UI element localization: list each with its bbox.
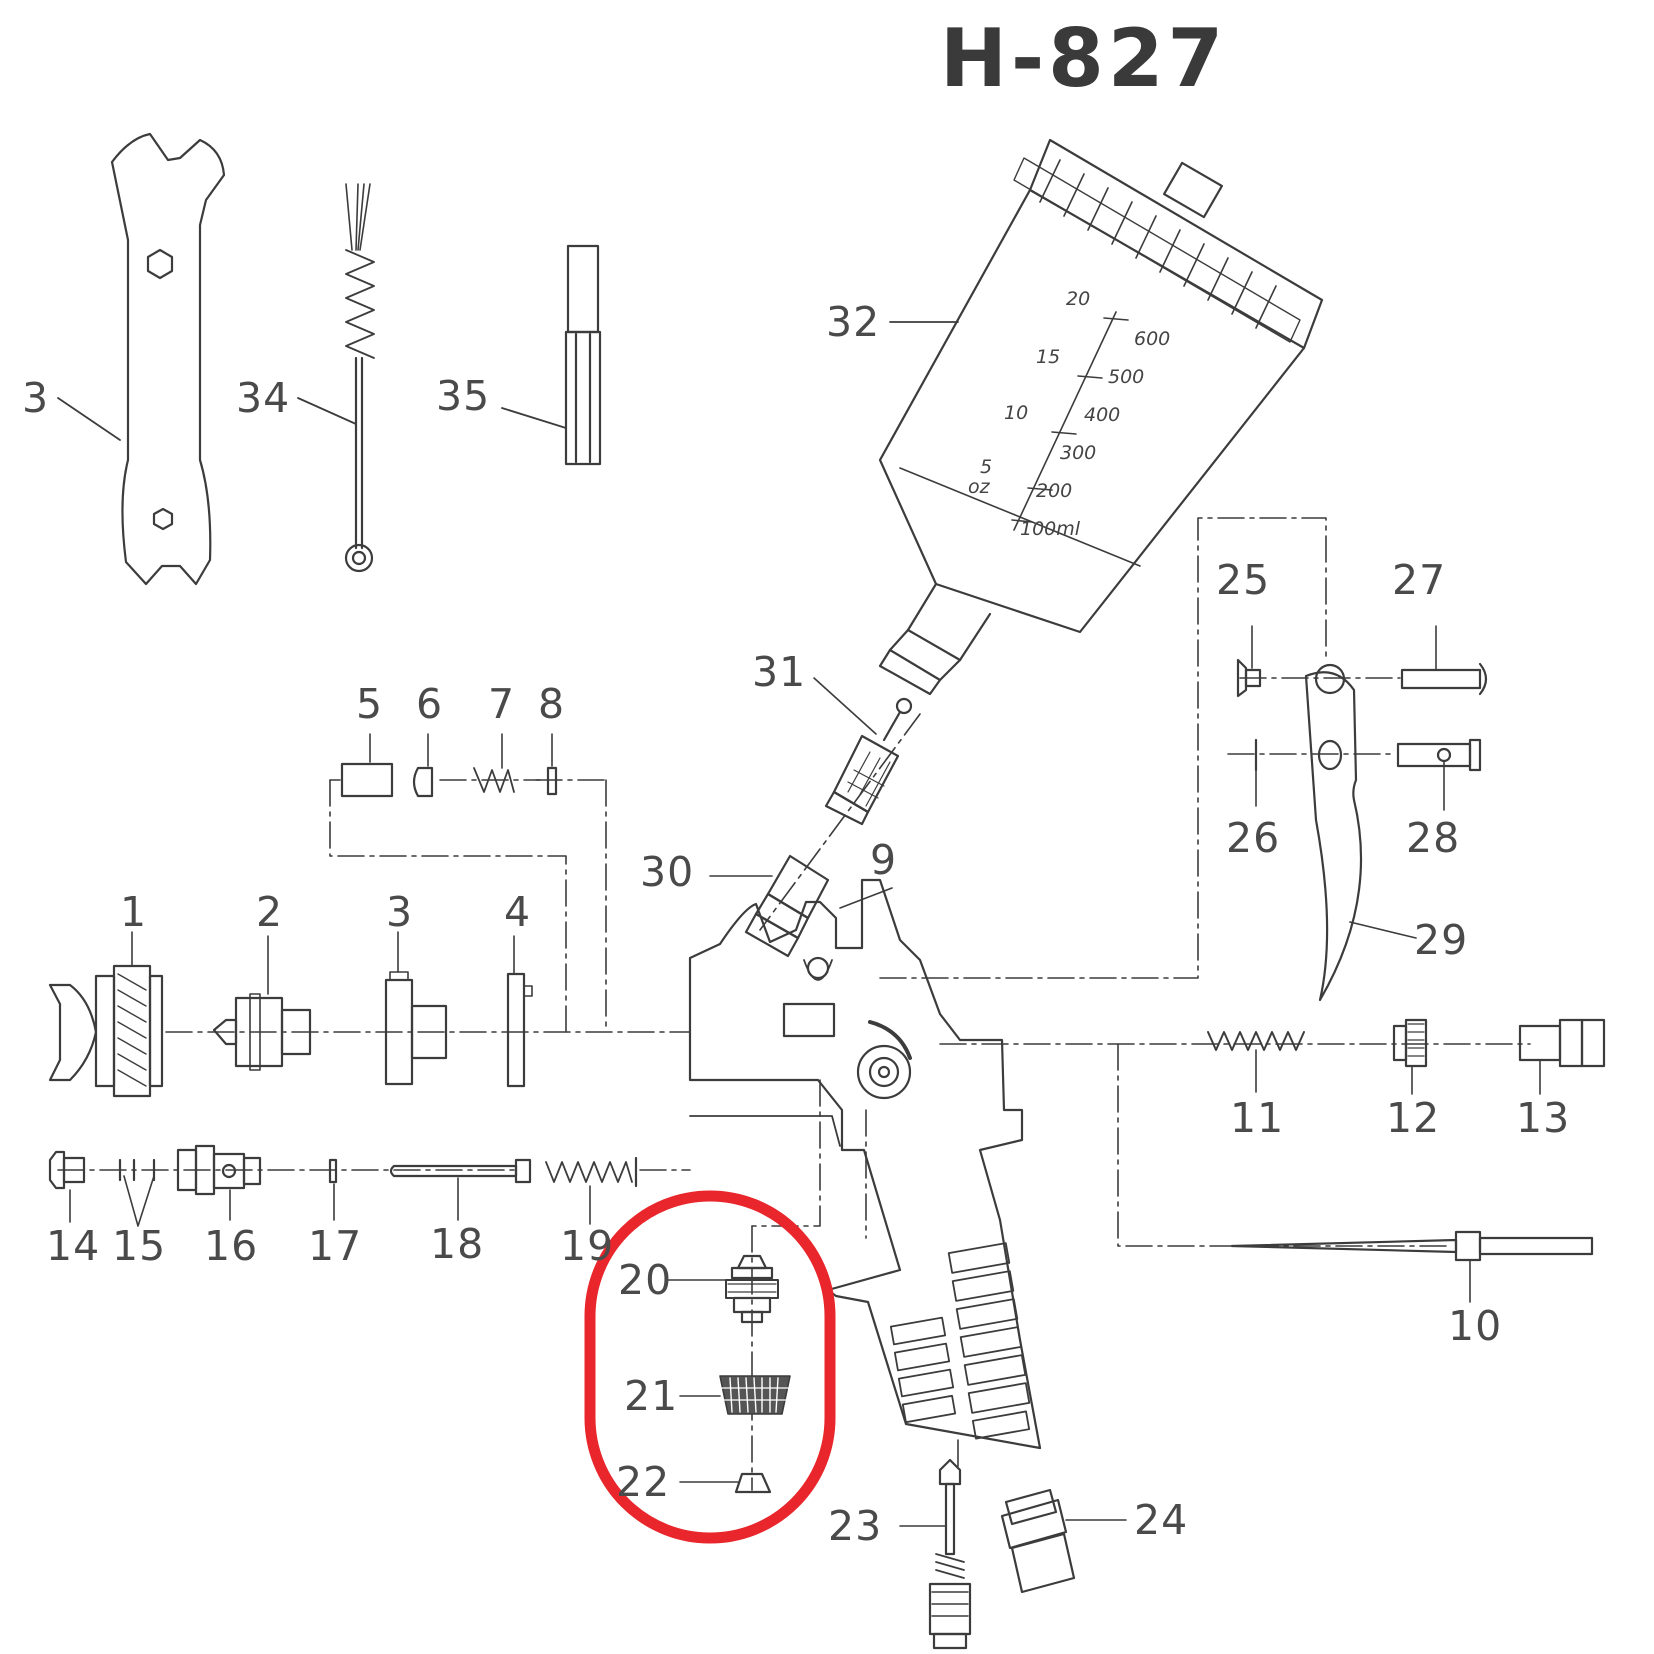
paint-cup-part-32 [878,138,1324,696]
parts-14-to-19 [48,1144,638,1227]
label-part-13: 13 [1516,1094,1571,1142]
label-part-9: 9 [870,836,898,884]
label-part-1: 1 [120,888,148,936]
scale-ml-600: 600 [1134,328,1171,350]
label-part-17: 17 [308,1222,363,1270]
gasket-part-4 [506,935,533,1088]
brush-part-34 [297,183,375,573]
label-part-24: 24 [1134,1496,1189,1544]
label-part-14: 14 [46,1222,101,1270]
label-part-18: 18 [430,1220,485,1268]
needle-part-10 [1230,1230,1594,1303]
scale-ml-400: 400 [1084,404,1121,426]
label-part-35: 35 [436,372,491,420]
strainer-part-31 [813,677,913,826]
label-part-3: 3 [386,888,414,936]
pick-part-35 [501,244,602,466]
label-part-16: 16 [204,1222,259,1270]
label-part-15: 15 [112,1222,167,1270]
label-part-27: 27 [1392,556,1447,604]
scale-ml-200: 200 [1036,480,1073,502]
scale-ml-100: 100ml [1020,518,1081,540]
parts-20-21-22 [667,1254,791,1494]
label-part-34: 34 [236,374,291,422]
model-title: H-827 [940,12,1228,105]
label-part-20: 20 [618,1256,673,1304]
label-part-8: 8 [538,680,566,728]
label-part-12: 12 [1386,1094,1441,1142]
label-part-30: 30 [640,848,695,896]
label-part-11: 11 [1230,1094,1285,1142]
label-part-29: 29 [1414,916,1469,964]
label-part-28: 28 [1406,814,1461,862]
air-cap-part-1 [48,931,164,1098]
label-part-4: 4 [504,888,532,936]
baffle-part-3 [384,931,448,1086]
label-part-23: 23 [828,1502,883,1550]
label-part-6: 6 [416,680,444,728]
air-inlet-part-24 [1000,1488,1127,1594]
parts-5-to-8 [340,733,558,798]
label-part-26: 26 [1226,814,1281,862]
scale-oz-20: 20 [1066,288,1091,310]
label-part-7: 7 [488,680,516,728]
wrench-part-33 [57,132,226,586]
highlight-ring [584,1190,836,1544]
label-part-21: 21 [624,1372,679,1420]
fluid-nozzle-part-2 [212,935,312,1071]
scale-oz-10: 10 [1004,402,1029,424]
parts-11-12-13 [1207,1018,1606,1095]
cup-adapter-part-30 [709,854,830,958]
label-part-22: 22 [616,1458,671,1506]
trigger-parts-25-29 [1236,625,1488,1002]
label-part-10: 10 [1448,1302,1503,1350]
label-part-33: 3 [22,374,50,422]
label-part-32: 32 [826,298,881,346]
air-valve-part-23 [899,1458,972,1650]
label-part-5: 5 [356,680,384,728]
scale-oz-5: 5 [980,456,993,478]
label-part-19: 19 [560,1222,615,1270]
scale-ml-300: 300 [1060,442,1097,464]
label-part-2: 2 [256,888,284,936]
gun-body [688,878,1042,1450]
scale-oz-15: 15 [1036,346,1061,368]
scale-oz-unit: oz [968,476,990,498]
scale-ml-500: 500 [1108,366,1145,388]
label-part-25: 25 [1216,556,1271,604]
label-part-31: 31 [752,648,807,696]
